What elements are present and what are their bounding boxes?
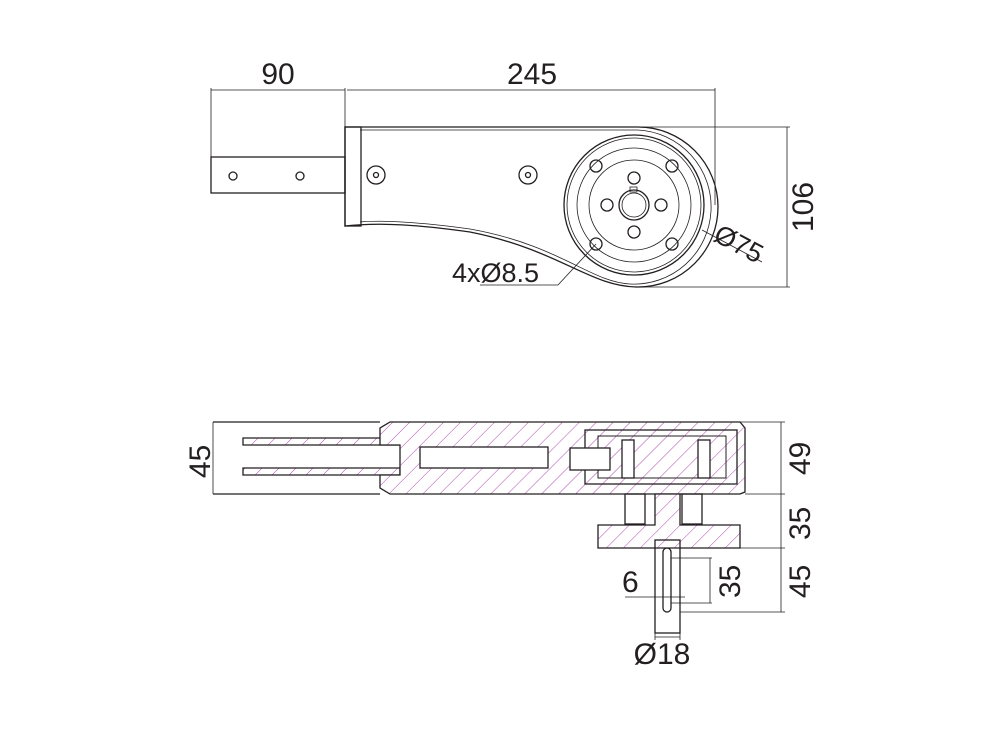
dim-disc-diameter: Ø75 xyxy=(709,219,768,269)
fork-lower xyxy=(242,467,401,476)
mounting-hole xyxy=(665,159,679,173)
mounting-hole xyxy=(589,237,603,251)
slot xyxy=(419,446,549,469)
dim-height: 106 xyxy=(787,182,820,232)
hole xyxy=(295,171,305,181)
mounting-hole xyxy=(589,159,603,173)
dim-left-height: 45 xyxy=(184,445,217,478)
top-view: 90 245 4xØ8.5 Ø xyxy=(210,58,820,288)
dim-shaft-diameter: Ø18 xyxy=(634,638,691,671)
section-view: 45 49 35 45 35 6 Ø18 xyxy=(184,421,817,671)
fork-upper xyxy=(242,437,401,446)
dim-holes: 4xØ8.5 xyxy=(452,258,539,288)
keyway-slot xyxy=(662,547,672,613)
dim-arm-length: 90 xyxy=(261,58,294,91)
shaft xyxy=(654,539,681,634)
dim-shaft-length: 45 xyxy=(784,565,817,598)
dim-hub-height: 35 xyxy=(784,507,817,540)
dim-slot-width: 6 xyxy=(622,566,639,599)
dim-body-length: 245 xyxy=(507,58,557,91)
mounting-hole xyxy=(665,237,679,251)
end-plate xyxy=(344,126,362,227)
disc xyxy=(563,134,705,276)
dim-right-height: 49 xyxy=(784,442,817,475)
dim-slot-length: 35 xyxy=(714,565,747,598)
hole xyxy=(228,171,238,181)
arm xyxy=(210,156,346,194)
body-outline xyxy=(344,126,719,288)
